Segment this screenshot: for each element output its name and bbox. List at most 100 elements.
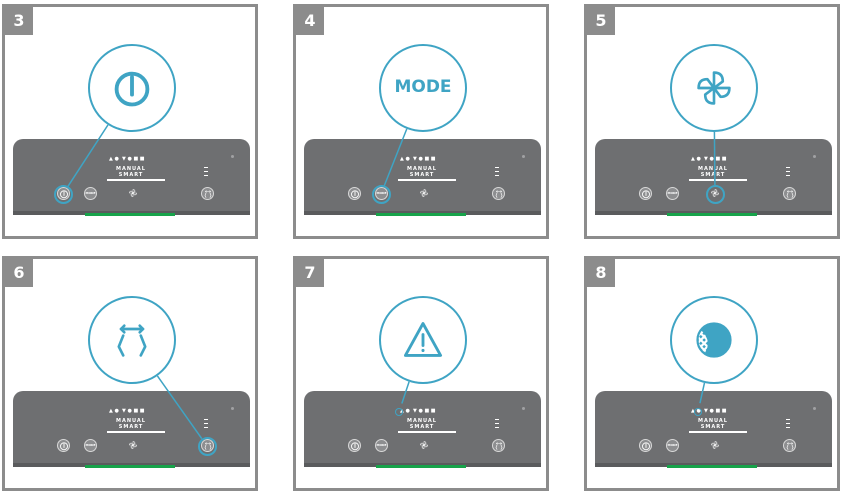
schedule-indicator-icon: ■ bbox=[133, 156, 139, 162]
callout-line bbox=[401, 381, 410, 404]
zoom-bubble: MODE bbox=[379, 44, 467, 132]
smart-label: SMART bbox=[118, 424, 144, 430]
fan-speed-bar bbox=[398, 431, 456, 433]
mode-button[interactable]: MODE bbox=[84, 187, 97, 200]
highlight-ring bbox=[371, 184, 391, 204]
filter-indicator-icon: ● bbox=[114, 408, 119, 414]
highlight-ring bbox=[53, 184, 73, 204]
step-number: 6 bbox=[5, 259, 33, 287]
mode-button[interactable]: MODE bbox=[666, 439, 679, 452]
status-led bbox=[522, 155, 525, 158]
indicator-icons-row: ▲ ● ▼ ● ■ ■ bbox=[109, 156, 145, 162]
green-light-bar bbox=[667, 213, 757, 216]
oscillation-button[interactable] bbox=[492, 187, 505, 200]
oscillation-level-tick bbox=[786, 423, 790, 424]
fan-speed-bar bbox=[689, 179, 747, 181]
mode-button-label: MODE bbox=[85, 191, 96, 195]
power-button[interactable] bbox=[348, 439, 361, 452]
smart-label: SMART bbox=[700, 424, 726, 430]
zoom-bubble bbox=[670, 44, 758, 132]
oscillation-level-tick bbox=[204, 427, 208, 428]
lock-indicator-icon: ■ bbox=[721, 408, 727, 414]
callout-line bbox=[383, 128, 408, 186]
callout-line bbox=[713, 131, 716, 186]
highlight-ring bbox=[395, 408, 403, 416]
mode-button[interactable]: MODE bbox=[84, 439, 97, 452]
manual-label: MANUAL bbox=[116, 418, 146, 424]
power-button[interactable] bbox=[639, 187, 652, 200]
mode-button-label: MODE bbox=[85, 443, 96, 447]
bubble-mode-text: MODE bbox=[394, 77, 452, 97]
oscillation-button[interactable] bbox=[783, 439, 796, 452]
device-control-panel bbox=[13, 139, 250, 215]
status-led bbox=[813, 155, 816, 158]
zoom-bubble bbox=[379, 296, 467, 384]
oscillation-level-tick bbox=[786, 171, 790, 172]
power-button[interactable] bbox=[348, 187, 361, 200]
fan-speed-bar bbox=[107, 431, 165, 433]
lock-indicator-icon: ■ bbox=[430, 408, 436, 414]
step-number: 3 bbox=[5, 7, 33, 35]
oscillation-level-tick bbox=[204, 423, 208, 424]
fan-button[interactable] bbox=[127, 187, 140, 200]
green-light-bar bbox=[85, 465, 175, 468]
warning-indicator-icon: ▲ bbox=[691, 408, 695, 414]
highlight-ring bbox=[705, 184, 725, 204]
mode-button[interactable]: MODE bbox=[375, 439, 388, 452]
fan-button[interactable] bbox=[127, 439, 140, 452]
status-led bbox=[522, 407, 525, 410]
fan-speed-bar bbox=[107, 179, 165, 181]
fan-button[interactable] bbox=[418, 187, 431, 200]
highlight-ring bbox=[694, 408, 702, 416]
filter-indicator-icon: ● bbox=[114, 156, 119, 162]
oscillation-level-tick bbox=[495, 427, 499, 428]
manual-label: MANUAL bbox=[116, 166, 146, 172]
oscillation-button[interactable] bbox=[783, 187, 796, 200]
schedule-indicator-icon: ■ bbox=[424, 156, 430, 162]
oscillation-level-tick bbox=[495, 423, 499, 424]
timer-indicator-icon: ▼ bbox=[122, 408, 126, 414]
lock-indicator-icon: ■ bbox=[139, 408, 145, 414]
status-led bbox=[231, 155, 234, 158]
warning-indicator-icon: ▲ bbox=[109, 156, 113, 162]
status-led bbox=[813, 407, 816, 410]
device-control-panel bbox=[304, 139, 541, 215]
fan-button[interactable] bbox=[418, 439, 431, 452]
timer-indicator-icon: ▼ bbox=[704, 408, 708, 414]
oscillation-button[interactable] bbox=[492, 439, 505, 452]
oscillation-level-tick bbox=[204, 167, 208, 168]
callout-line bbox=[156, 375, 203, 440]
green-light-bar bbox=[376, 213, 466, 216]
callout-line bbox=[699, 382, 706, 404]
oscillation-button[interactable] bbox=[201, 187, 214, 200]
oscillation-icon bbox=[110, 318, 154, 366]
sensor-indicator-icon: ● bbox=[418, 156, 423, 162]
schedule-indicator-icon: ■ bbox=[715, 156, 721, 162]
mode-button-label: MODE bbox=[667, 443, 678, 447]
warning-indicator-icon: ▲ bbox=[691, 156, 695, 162]
device-control-panel bbox=[595, 391, 832, 467]
oscillation-level-tick bbox=[495, 167, 499, 168]
mode-button[interactable]: MODE bbox=[666, 187, 679, 200]
power-button[interactable] bbox=[57, 439, 70, 452]
fan-speed-bar bbox=[689, 431, 747, 433]
manual-label: MANUAL bbox=[698, 418, 728, 424]
lock-indicator-icon: ■ bbox=[721, 156, 727, 162]
sensor-indicator-icon: ● bbox=[127, 156, 132, 162]
manual-label: MANUAL bbox=[698, 166, 728, 172]
lock-indicator-icon: ■ bbox=[430, 156, 436, 162]
sensor-indicator-icon: ● bbox=[709, 156, 714, 162]
timer-indicator-icon: ▼ bbox=[413, 408, 417, 414]
fan-button[interactable] bbox=[709, 439, 722, 452]
timer-indicator-icon: ▼ bbox=[122, 156, 126, 162]
step-number: 4 bbox=[296, 7, 324, 35]
schedule-indicator-icon: ■ bbox=[133, 408, 139, 414]
step-number: 8 bbox=[587, 259, 615, 287]
status-led bbox=[231, 407, 234, 410]
filter-icon bbox=[692, 318, 736, 366]
power-button[interactable] bbox=[639, 439, 652, 452]
indicator-icons-row: ▲ ● ▼ ● ■ ■ bbox=[109, 408, 145, 414]
